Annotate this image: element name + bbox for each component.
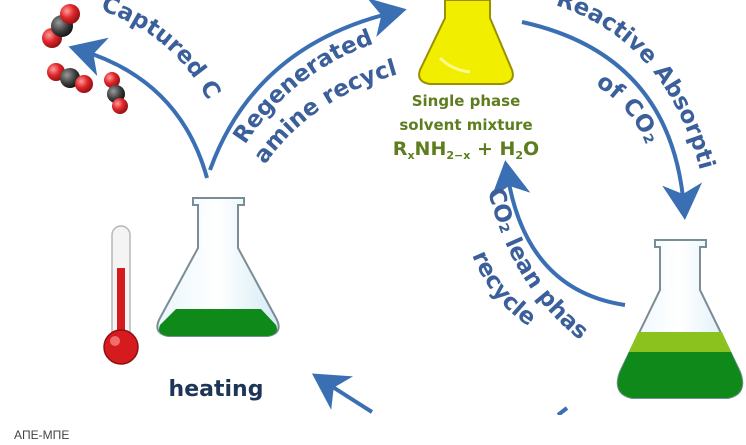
arrow-bottom-right-stub — [556, 406, 569, 415]
arrow-regenerated-amine — [208, 0, 407, 171]
arrow-reactive-absorption — [521, 20, 703, 220]
arrow-lean-phase-recycle — [490, 160, 626, 307]
co2-molecules-icon — [42, 4, 128, 114]
yellow-flask-icon — [418, 0, 514, 85]
single-phase-label: Single phase — [412, 92, 521, 110]
solvent-mixture-label: solvent mixture — [399, 116, 532, 134]
arrow-bottom-return — [311, 373, 374, 414]
amine-formula: RxNH2−x + H2O — [393, 138, 539, 162]
biphasic-flask-icon — [616, 239, 744, 399]
heating-flask-icon — [156, 197, 280, 337]
amine-solvent-cycle-diagram: Captured CO₂ product Regenerated amine r… — [0, 0, 744, 415]
image-caption: ΑΠΕ-ΜΠΕ — [14, 428, 70, 442]
arrow-captured-product — [68, 37, 209, 179]
heating-label: heating — [169, 377, 264, 402]
thermometer-icon — [103, 225, 139, 365]
